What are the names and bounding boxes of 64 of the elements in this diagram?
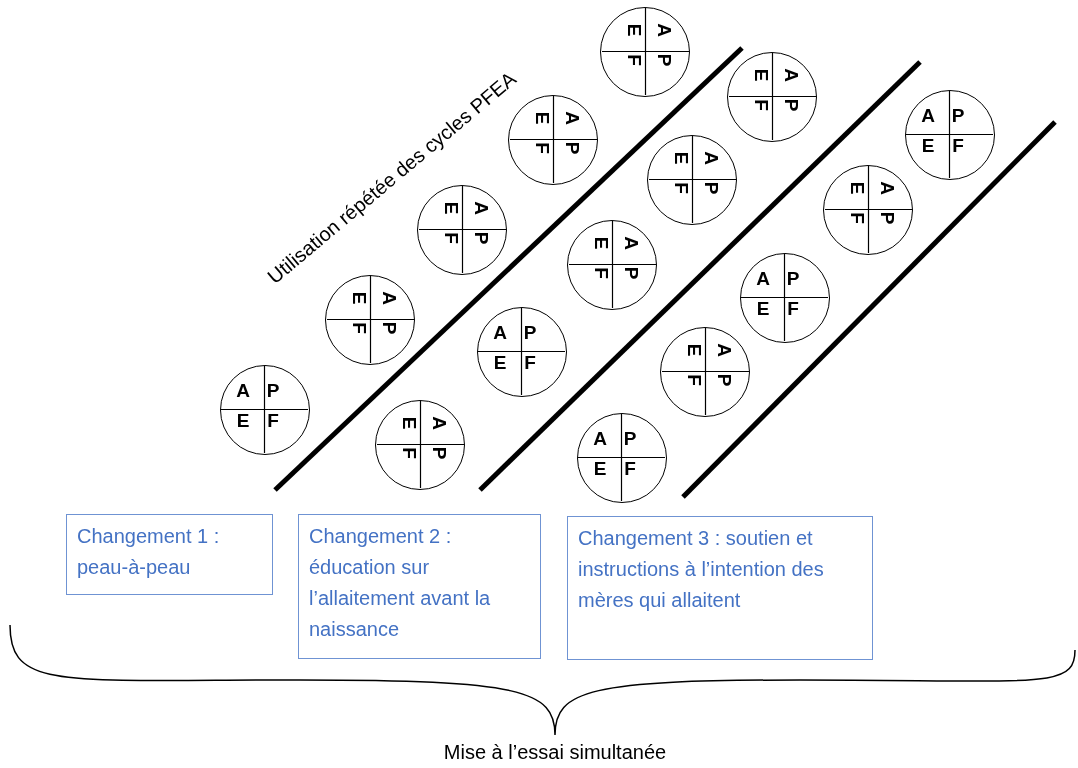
cycle-letter: F xyxy=(349,322,369,334)
cycle-letter: E xyxy=(493,353,507,373)
cycle-letter: F xyxy=(399,447,419,459)
cycle-letter: P xyxy=(379,321,399,335)
cycle-letter: E xyxy=(349,291,369,305)
cycle-letter: P xyxy=(623,429,637,449)
cycle-letter: P xyxy=(266,381,280,401)
cycle-letter: A xyxy=(921,106,935,126)
cycle-letter: P xyxy=(951,106,965,126)
cycle-letter: P xyxy=(877,211,897,225)
cycle-letter: A xyxy=(756,269,770,289)
cycle-letter: F xyxy=(441,232,461,244)
cycle-letter: E xyxy=(751,68,771,82)
cycle-letter: F xyxy=(751,99,771,111)
cycle-letter: P xyxy=(714,373,734,387)
cycle-letter: A xyxy=(493,323,507,343)
change-box: Changement 2 : éducation sur l’allaitement avant la naissance xyxy=(298,514,541,659)
cycle-letter: E xyxy=(591,236,611,250)
cycle-letter: A xyxy=(379,291,399,305)
cycle-letter: E xyxy=(756,299,770,319)
cycle-letter: A xyxy=(654,23,674,37)
cycle-letter: A xyxy=(781,68,801,82)
caption: Mise à l’essai simultanée xyxy=(443,740,667,764)
cycle-letter: P xyxy=(701,181,721,195)
cycle-letter: P xyxy=(562,141,582,155)
cycle-letter: A xyxy=(236,381,250,401)
cycle-letter: F xyxy=(684,374,704,386)
cycle-letter: P xyxy=(654,53,674,67)
cycle-letter: F xyxy=(624,459,636,479)
cycle-letter: P xyxy=(781,98,801,112)
cycle-letter: F xyxy=(624,54,644,66)
cycle-letter: P xyxy=(786,269,800,289)
cycle-letter: A xyxy=(562,111,582,125)
cycle-letter: F xyxy=(591,267,611,279)
cycle-letter: E xyxy=(624,23,644,37)
cycle-letter: E xyxy=(593,459,607,479)
cycle-letter: E xyxy=(684,343,704,357)
cycle-letter: F xyxy=(952,136,964,156)
cycle-letter: A xyxy=(621,236,641,250)
cycle-letter: P xyxy=(523,323,537,343)
cycle-letter: F xyxy=(787,299,799,319)
cycle-letter: E xyxy=(236,411,250,431)
change-box: Changement 3 : soutien et instructions à l’intention des mères qui allaitent xyxy=(567,516,873,660)
cycle-letter: A xyxy=(429,416,449,430)
cycle-letter: F xyxy=(267,411,279,431)
cycle-letter: P xyxy=(621,266,641,280)
cycle-letter: E xyxy=(921,136,935,156)
cycle-letter: F xyxy=(847,212,867,224)
change-box: Changement 1 : peau-à-peau xyxy=(66,514,273,595)
cycle-letter: A xyxy=(877,181,897,195)
cycle-letter: E xyxy=(847,181,867,195)
cycle-letter: E xyxy=(671,151,691,165)
cycle-letter: F xyxy=(532,142,552,154)
cycle-letter: F xyxy=(524,353,536,373)
cycle-letter: E xyxy=(532,111,552,125)
cycle-letter: F xyxy=(671,182,691,194)
cycle-letter: P xyxy=(429,446,449,460)
cycle-letter: A xyxy=(593,429,607,449)
cycle-letter: A xyxy=(714,343,734,357)
cycle-letter: A xyxy=(471,201,491,215)
cycle-letter: E xyxy=(441,201,461,215)
cycle-letter: P xyxy=(471,231,491,245)
cycle-letter: E xyxy=(399,416,419,430)
cycle-letter: A xyxy=(701,151,721,165)
